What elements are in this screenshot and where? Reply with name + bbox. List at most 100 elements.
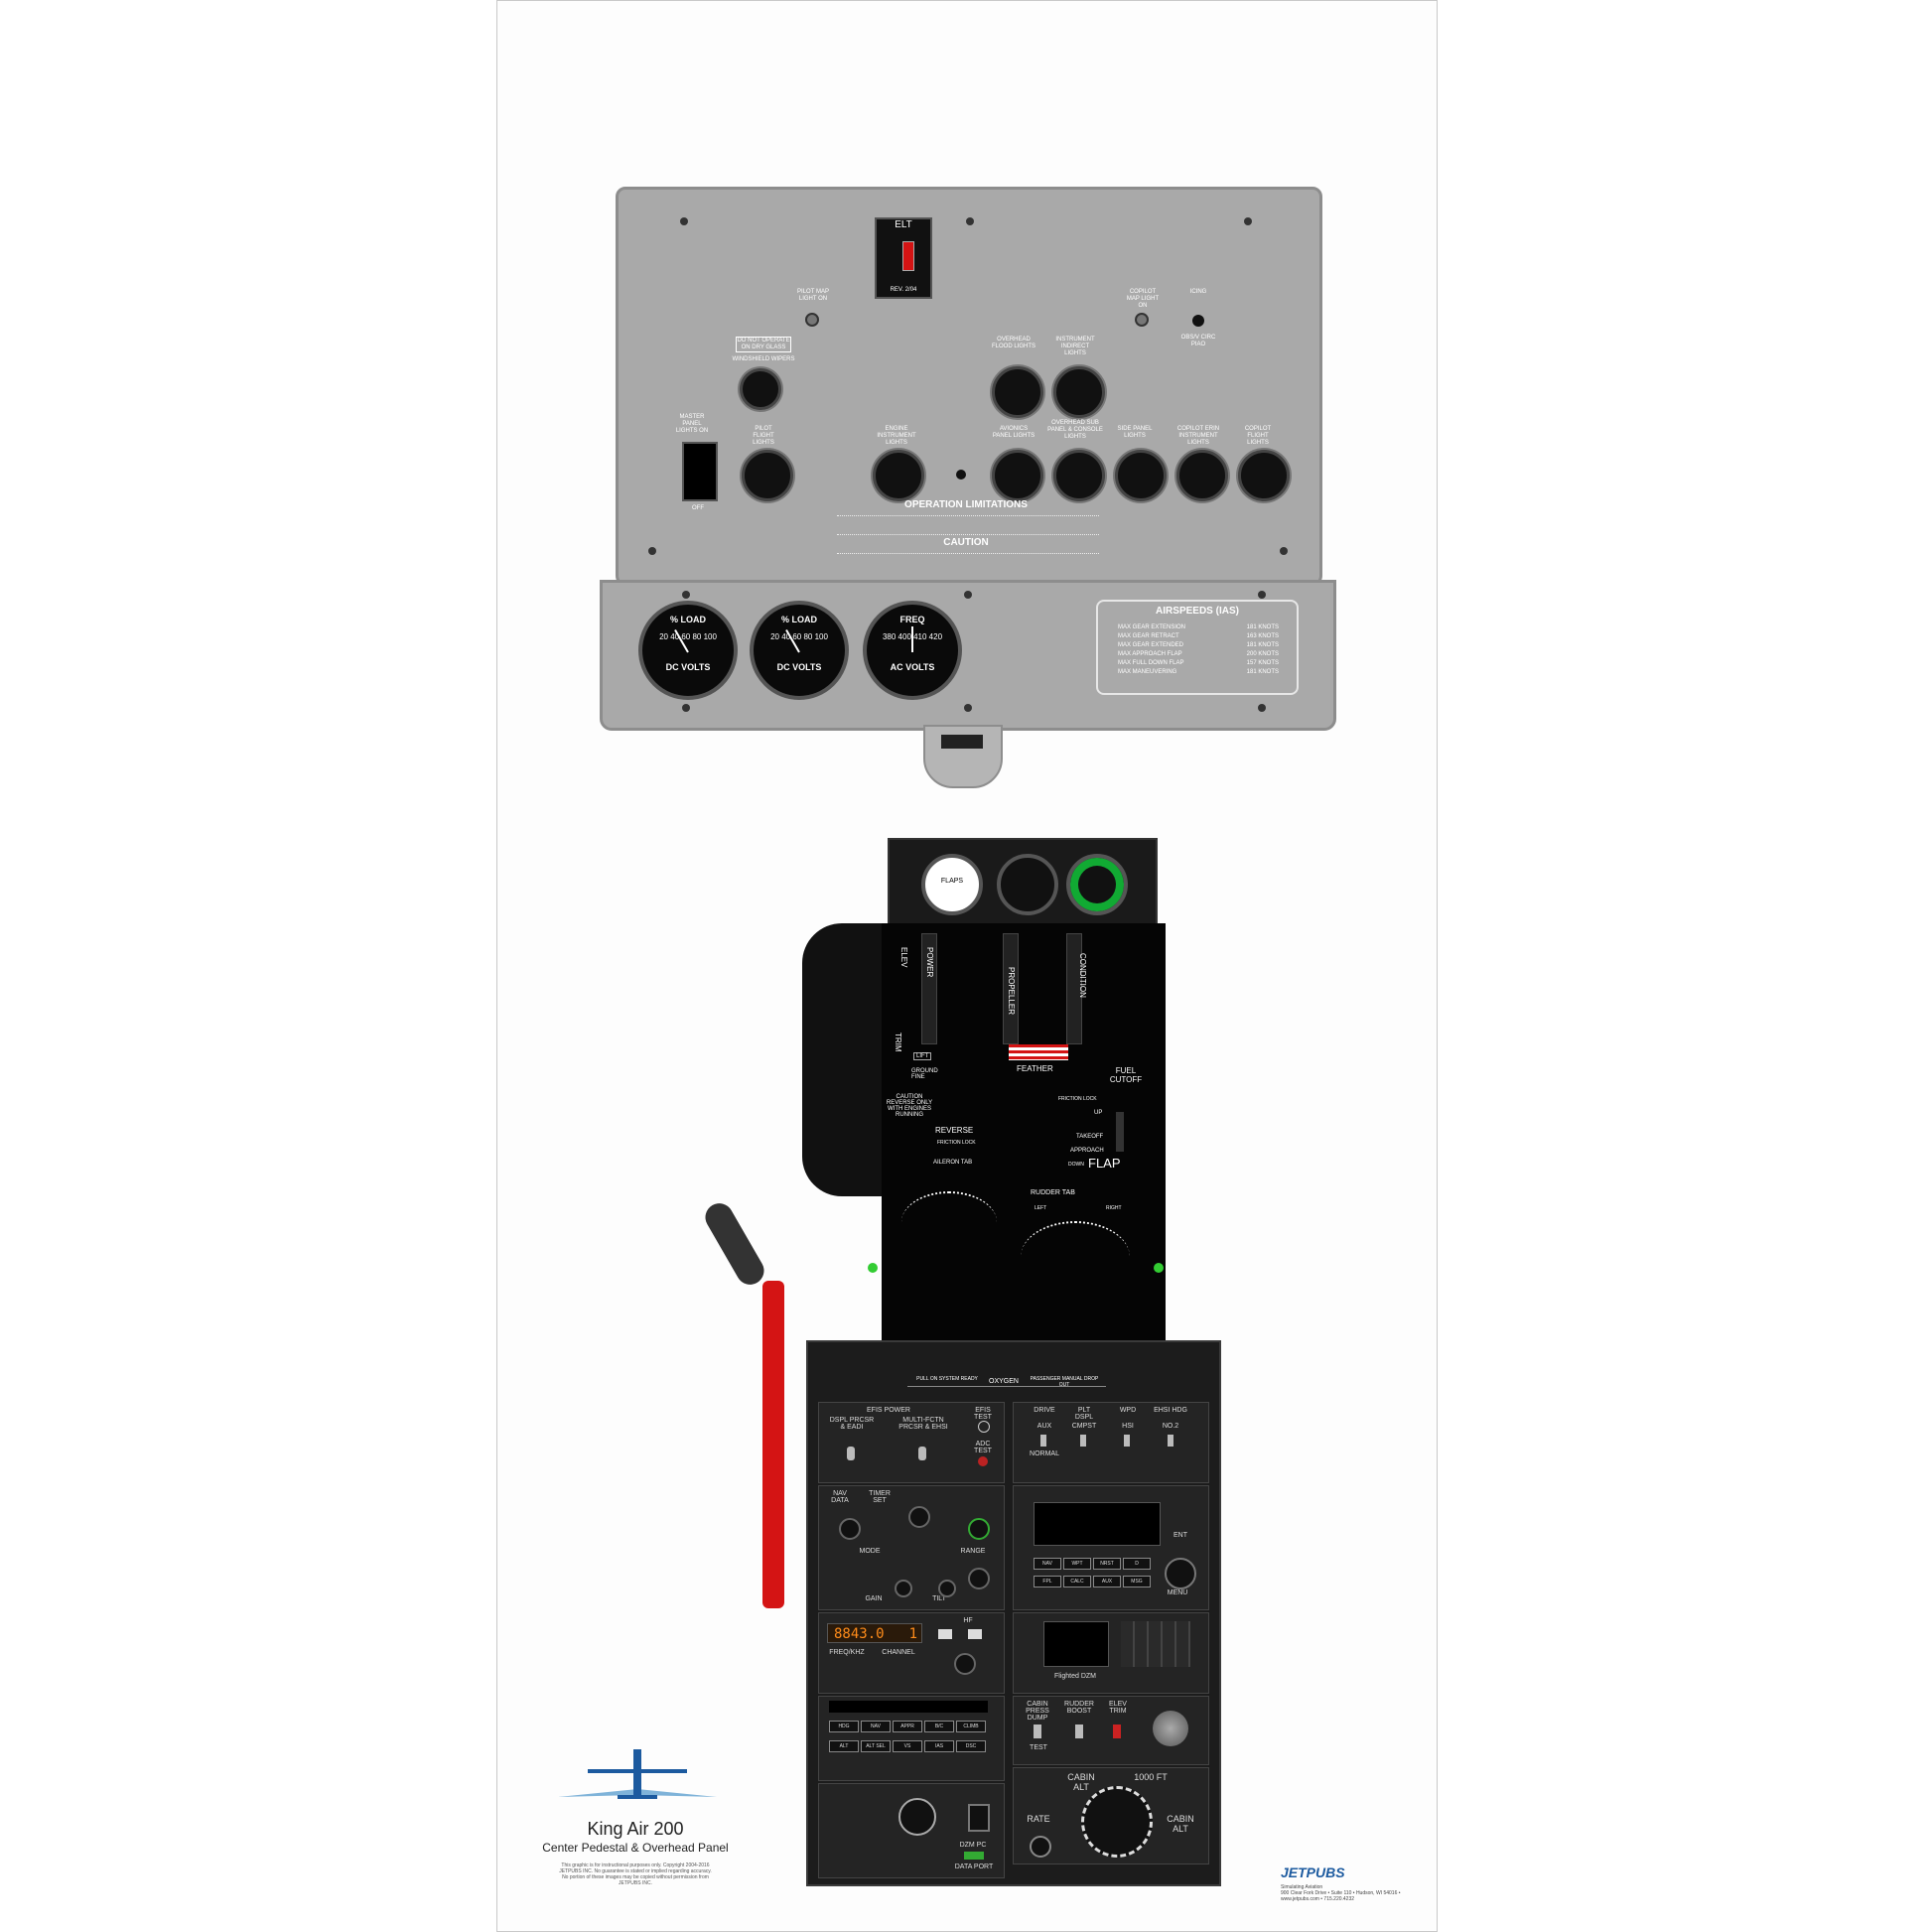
jetpubs-logo[interactable]: JETPUBS	[1281, 1864, 1345, 1880]
autopilot-key[interactable]: VS	[893, 1740, 922, 1752]
cabin-pressure-controller[interactable]	[1153, 1711, 1188, 1746]
autopilot-key[interactable]: CLIMB	[956, 1721, 986, 1732]
wpd-switch[interactable]	[1124, 1435, 1130, 1447]
instrument-indirect-knob[interactable]	[1053, 366, 1105, 418]
fms-menu-knob[interactable]	[1165, 1558, 1196, 1589]
tilt-knob[interactable]	[938, 1580, 956, 1597]
gps-buttons[interactable]	[1121, 1621, 1190, 1667]
hf-volume-knob[interactable]	[954, 1653, 976, 1675]
copilot-instrument-knob[interactable]	[1176, 450, 1228, 501]
cabin-press-label: CABIN PRESS DUMP	[1026, 1701, 1049, 1722]
gear-lever[interactable]	[762, 1281, 784, 1608]
screw	[680, 217, 688, 225]
autopilot-key[interactable]: HDG	[829, 1721, 859, 1732]
oxygen-label: OXYGEN	[989, 1378, 1019, 1385]
reverse-label: REVERSE	[935, 1126, 974, 1135]
autopilot-key[interactable]: B/C	[924, 1721, 954, 1732]
fms-key[interactable]: FPL	[1034, 1576, 1061, 1587]
side-panel-knob[interactable]	[1115, 450, 1167, 501]
aileron-tab-label: AILERON TAB	[933, 1160, 973, 1166]
pilot-flight-knob[interactable]	[742, 450, 793, 501]
engine-instrument-knob[interactable]	[873, 450, 924, 501]
range-knob[interactable]	[968, 1568, 990, 1589]
autopilot-key[interactable]: ALT	[829, 1740, 859, 1752]
flap-up-label: UP	[1094, 1110, 1103, 1116]
autopilot-key[interactable]: DSC	[956, 1740, 986, 1752]
fms-key[interactable]: MSG	[1123, 1576, 1151, 1587]
adc-test-button[interactable]	[978, 1456, 988, 1466]
autopilot-key[interactable]: IAS	[924, 1740, 954, 1752]
autopilot-key[interactable]: NAV	[861, 1721, 891, 1732]
efis-mode-knob[interactable]	[908, 1506, 930, 1528]
multi-fctn-label: MULTI-FCTN PRCSR & EHSI	[898, 1417, 948, 1431]
fms-key[interactable]: CALC	[1063, 1576, 1091, 1587]
windshield-wiper-knob[interactable]	[740, 368, 781, 410]
passenger-label: PASSENGER MANUAL DROP OUT	[1030, 1376, 1099, 1388]
autopilot-key[interactable]: ALT SEL	[861, 1740, 891, 1752]
copilot-map-light-toggle[interactable]	[1135, 313, 1149, 327]
flap-label: FLAP	[1088, 1156, 1121, 1171]
propeller-lever[interactable]	[1003, 933, 1019, 1044]
dspl-prcsr-label: DSPL PRCSR & EADI	[829, 1417, 875, 1431]
ehsi-hdg-switch[interactable]	[1168, 1435, 1173, 1447]
pedestal-instrument-panel: FLAPS	[888, 838, 1158, 927]
elev-trim-switch[interactable]	[1113, 1725, 1121, 1738]
cabin-altitude-module: CABIN ALT 1000 FT RATE CABIN ALT	[1013, 1767, 1209, 1864]
overhead-flood-knob[interactable]	[992, 366, 1043, 418]
oxygen-control[interactable]	[907, 1372, 1106, 1387]
overhead-sub-panel-knob[interactable]	[1053, 450, 1105, 501]
poster-title: King Air 200	[587, 1819, 684, 1839]
cabin-press-switch[interactable]	[1034, 1725, 1041, 1738]
screw	[1280, 547, 1288, 555]
autopilot-key[interactable]: APPR	[893, 1721, 922, 1732]
hf-button-1[interactable]	[938, 1629, 952, 1639]
airspeed-value: 181 KNOTS	[1246, 642, 1279, 648]
hf-button-2[interactable]	[968, 1629, 982, 1639]
pilot-map-light-toggle[interactable]	[805, 313, 819, 327]
multi-fctn-switch[interactable]	[918, 1447, 926, 1460]
copilot-flight-knob[interactable]	[1238, 450, 1290, 501]
master-panel-lights-switch[interactable]	[682, 442, 718, 501]
fms-key[interactable]: NRST	[1093, 1558, 1121, 1570]
fms-key[interactable]: AUX	[1093, 1576, 1121, 1587]
obsv-label: OBS/V CIRC PIAO	[1180, 335, 1216, 347]
icing-label: ICING	[1189, 289, 1207, 295]
nav-data-knob[interactable]	[839, 1518, 861, 1540]
rudder-boost-switch[interactable]	[1075, 1725, 1083, 1738]
caution-title: CAUTION	[943, 537, 989, 548]
elt-switch[interactable]	[902, 241, 914, 271]
drive-switch[interactable]	[1040, 1435, 1046, 1447]
aux-label: AUX	[1036, 1423, 1052, 1430]
airspeed-label: MAX GEAR EXTENSION	[1118, 624, 1186, 630]
misc-square-knob[interactable]	[968, 1804, 990, 1832]
condition-lever[interactable]	[1066, 933, 1082, 1044]
power-lever[interactable]	[921, 933, 937, 1044]
fms-key[interactable]: NAV	[1034, 1558, 1061, 1570]
propeller-label: PROPELLER	[1007, 967, 1016, 1016]
cabin-alt-dial[interactable]	[1081, 1786, 1153, 1858]
flap-lever[interactable]	[1116, 1112, 1124, 1152]
data-port-connector[interactable]	[964, 1852, 984, 1860]
airspeed-label: MAX FULL DOWN FLAP	[1118, 660, 1184, 666]
elevator-trim-wheel[interactable]	[802, 923, 882, 1196]
efis-test-button[interactable]	[978, 1421, 990, 1433]
dspl-prcsr-switch[interactable]	[847, 1447, 855, 1460]
range-label: RANGE	[960, 1548, 986, 1555]
nav-green-knob[interactable]	[968, 1518, 990, 1540]
gauge-needle	[911, 626, 913, 652]
airspeed-label: MAX GEAR EXTENDED	[1118, 642, 1184, 648]
rate-knob[interactable]	[1030, 1836, 1051, 1858]
nav-data-label: NAV DATA	[831, 1490, 849, 1504]
hf-display: 8843.0 1	[827, 1623, 922, 1643]
fms-key[interactable]: D	[1123, 1558, 1151, 1570]
caution-reverse-label: CAUTION REVERSE ONLY WITH ENGINES RUNNIN…	[886, 1094, 933, 1118]
rudder-tab-knob[interactable]	[1021, 1221, 1130, 1293]
airspeed-label: MAX GEAR RETRACT	[1118, 633, 1179, 639]
gain-knob[interactable]	[895, 1580, 912, 1597]
avionics-panel-knob[interactable]	[992, 450, 1043, 501]
misc-knob[interactable]	[898, 1798, 936, 1836]
fms-key[interactable]: WPT	[1063, 1558, 1091, 1570]
aileron-tab-knob[interactable]	[901, 1191, 997, 1253]
plt-dspl-switch[interactable]	[1080, 1435, 1086, 1447]
